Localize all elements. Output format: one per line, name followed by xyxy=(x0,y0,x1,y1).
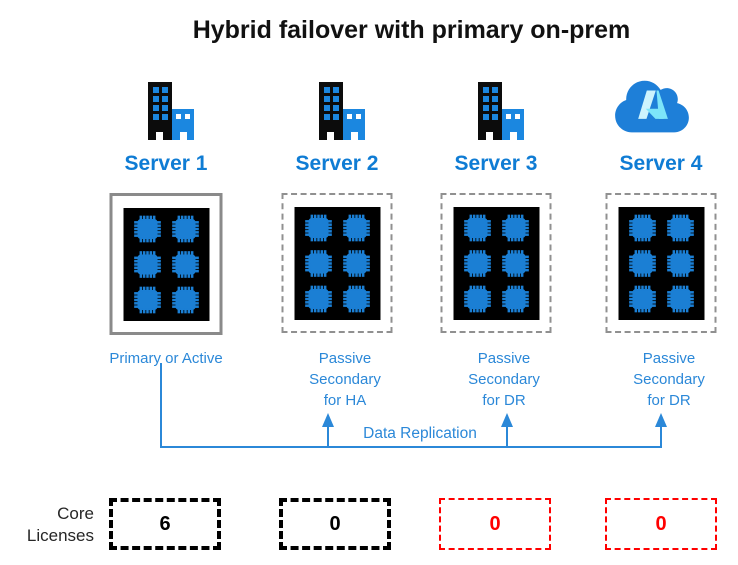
building-icon xyxy=(257,80,417,142)
cpu-chips-panel xyxy=(294,207,380,320)
core-license-box-server-4: 0 xyxy=(605,498,717,550)
core-license-box-server-3: 0 xyxy=(439,498,551,550)
cpu-chips-panel xyxy=(123,208,209,321)
core-license-count: 6 xyxy=(159,512,171,535)
data-replication-label: Data Replication xyxy=(363,425,477,442)
building-icon xyxy=(86,80,246,142)
server-1-column: Server 1 Primary or Active xyxy=(86,0,246,480)
core-license-count: 0 xyxy=(655,512,667,535)
server-2-box xyxy=(281,193,393,333)
cpu-chips-panel xyxy=(618,207,704,320)
server-3-column: Server 3 Passive Secondary for DR xyxy=(416,0,576,480)
server-3-box xyxy=(440,193,552,333)
server-4-box xyxy=(605,193,717,333)
server-2-name: Server 2 xyxy=(295,152,379,175)
azure-cloud-icon xyxy=(572,80,732,142)
core-licenses-label: Core Licenses xyxy=(26,504,94,546)
server-1-role-label: Primary or Active xyxy=(109,350,223,367)
core-license-count: 0 xyxy=(329,512,341,535)
server-4-column: Server 4 Passive Secondary for DR xyxy=(581,0,738,480)
server-4-role-label: Passive Secondary for DR xyxy=(633,350,705,409)
arrow-up-icon xyxy=(322,413,334,427)
server-1-name: Server 1 xyxy=(124,152,208,175)
arrow-up-icon xyxy=(655,413,667,427)
cpu-chips-panel xyxy=(453,207,539,320)
core-license-count: 0 xyxy=(489,512,501,535)
diagram-title: Hybrid failover with primary on-prem xyxy=(192,16,631,44)
server-1-box xyxy=(109,193,223,335)
building-icon xyxy=(416,80,576,142)
server-4-name: Server 4 xyxy=(619,152,703,175)
arrow-up-icon xyxy=(501,413,513,427)
server-2-role-label: Passive Secondary for HA xyxy=(309,350,381,409)
core-license-box-server-2: 0 xyxy=(279,498,391,550)
server-3-role-label: Passive Secondary for DR xyxy=(468,350,540,409)
server-2-column: Server 2 Passive Secondary for HA xyxy=(257,0,417,480)
core-license-box-server-1: 6 xyxy=(109,498,221,550)
data-replication-connector: Data Replication xyxy=(160,363,667,448)
server-3-name: Server 3 xyxy=(454,152,538,175)
